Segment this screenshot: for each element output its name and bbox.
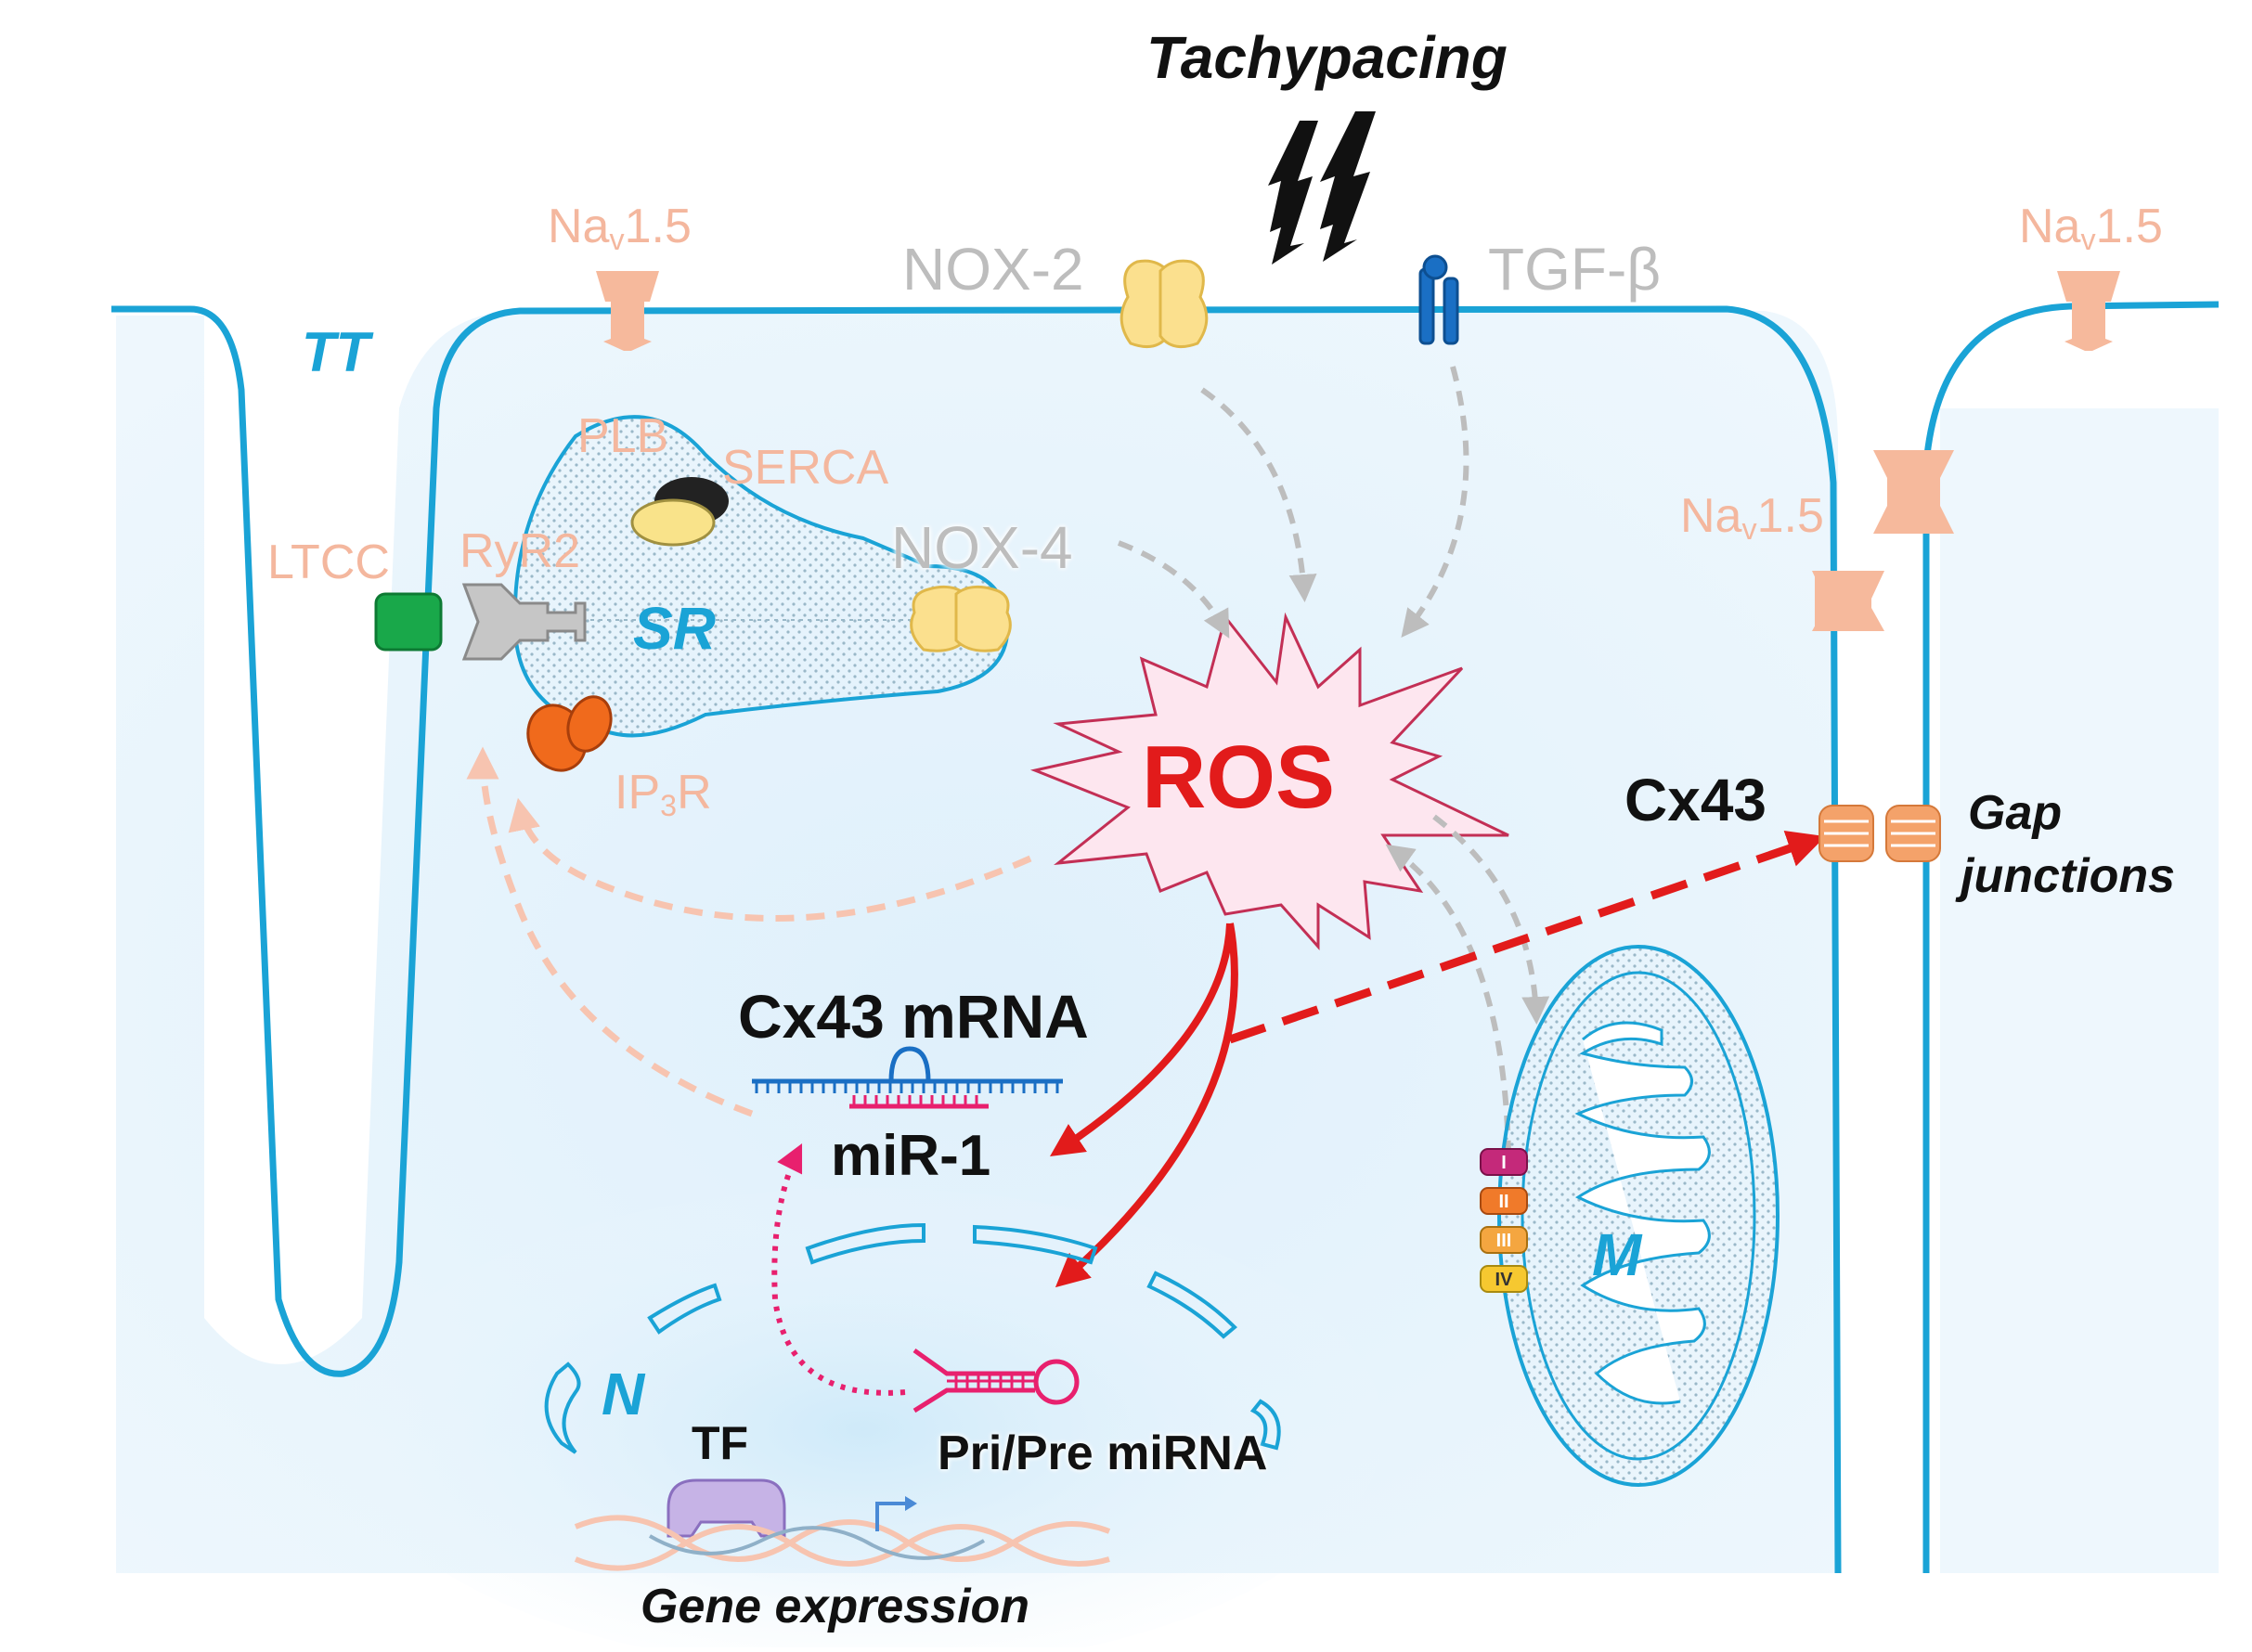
arrow-mir1-to-sr — [466, 746, 754, 1117]
pri-pre-mirna-label: Pri/Pre miRNA — [938, 1426, 1268, 1480]
gap-junction-icon — [1818, 805, 1941, 862]
nav15-junction-channel-icon — [1812, 450, 1954, 631]
ltcc-label: LTCC — [267, 536, 390, 589]
nucleus-glow — [343, 1188, 1383, 1652]
mitochondrion — [1497, 945, 1780, 1487]
svg-text:IV: IV — [1495, 1270, 1514, 1290]
nox4-complex-icon — [910, 585, 1012, 652]
gap-junctions-label-line2: junctions — [1961, 849, 2176, 903]
neighbor-membrane — [1922, 301, 2220, 1573]
neighbor-cell-background — [1940, 408, 2219, 1573]
svg-text:III: III — [1496, 1231, 1512, 1251]
gap-junctions-label-line1: Gap — [1968, 786, 2063, 840]
nox2-complex-icon — [1120, 259, 1209, 349]
complex-ii-icon: II — [1480, 1187, 1528, 1215]
tachypacing-label: Tachypacing — [1146, 24, 1508, 91]
arrow-ros-to-sr — [508, 797, 1032, 923]
nav15-channel-right-icon — [2057, 271, 2120, 351]
tgf-beta-receptor-icon — [1418, 254, 1459, 345]
ip3r-receptor-icon — [526, 695, 613, 772]
dna-helix-icon — [574, 1515, 1111, 1571]
t-tubule-label: TT — [302, 321, 370, 383]
ros-label: ROS — [1142, 728, 1336, 827]
serca-label: SERCA — [722, 441, 889, 495]
serca-pump-icon — [630, 498, 716, 547]
arrow-nox2-to-ros — [1200, 387, 1317, 602]
nav15-junction-label: Nav1.5 — [1680, 489, 1824, 547]
nucleus-label: N — [602, 1361, 645, 1427]
complex-i-icon: I — [1480, 1148, 1528, 1176]
ip3r-label: IP3R — [615, 766, 712, 823]
transcription-start-arrowhead — [905, 1496, 917, 1511]
complex-iv-icon: IV — [1480, 1265, 1528, 1293]
mrna-duplex-icon — [752, 1046, 1063, 1109]
nav15-right-label: Nav1.5 — [2019, 200, 2163, 257]
nox2-label: NOX-2 — [902, 236, 1084, 303]
plasma-membrane — [111, 305, 1842, 1574]
svg-text:I: I — [1501, 1153, 1507, 1173]
nox4-label: NOX-4 — [891, 514, 1073, 581]
arrow-nox4-to-ros — [1117, 540, 1230, 639]
arrow-tgfb-to-ros — [1401, 366, 1469, 639]
sarcoplasmic-reticulum — [512, 415, 1010, 738]
ryr2-receptor-icon — [461, 583, 587, 661]
ltcc-channel-icon — [374, 592, 443, 652]
sr-label: SR — [633, 595, 716, 662]
arrow-ros-to-mito — [1432, 814, 1550, 1025]
plb-label: PLB — [577, 409, 669, 463]
cx43-label: Cx43 — [1624, 767, 1767, 833]
arrow-ros-to-gap-junctions — [1228, 830, 1826, 1044]
svg-text:II: II — [1498, 1192, 1508, 1212]
tf-label: TF — [692, 1417, 749, 1469]
arrow-ros-to-pri-mirna — [1055, 923, 1238, 1288]
mir1-label: miR-1 — [831, 1124, 991, 1188]
cx43-mrna-label: Cx43 mRNA — [738, 982, 1089, 1051]
arrow-ros-to-mir1 — [1050, 923, 1234, 1156]
transcription-start-arrow-icon — [875, 1502, 905, 1531]
pri-mirna-hairpin-icon — [912, 1348, 1080, 1413]
complex-iii-icon: III — [1480, 1226, 1528, 1254]
gene-expression-label: Gene expression — [641, 1580, 1030, 1633]
ryr2-label: RyR2 — [459, 524, 581, 578]
tgf-beta-label: TGF-β — [1488, 236, 1662, 303]
nav15-left-label: Nav1.5 — [548, 200, 692, 257]
nav15-channel-left-icon — [596, 271, 659, 351]
nuclear-envelope — [544, 1222, 1281, 1454]
arrow-mito-to-ros — [1385, 844, 1511, 1156]
lightning-bolt-icon — [1268, 111, 1376, 265]
mitochondrion-label: M — [1592, 1221, 1642, 1288]
